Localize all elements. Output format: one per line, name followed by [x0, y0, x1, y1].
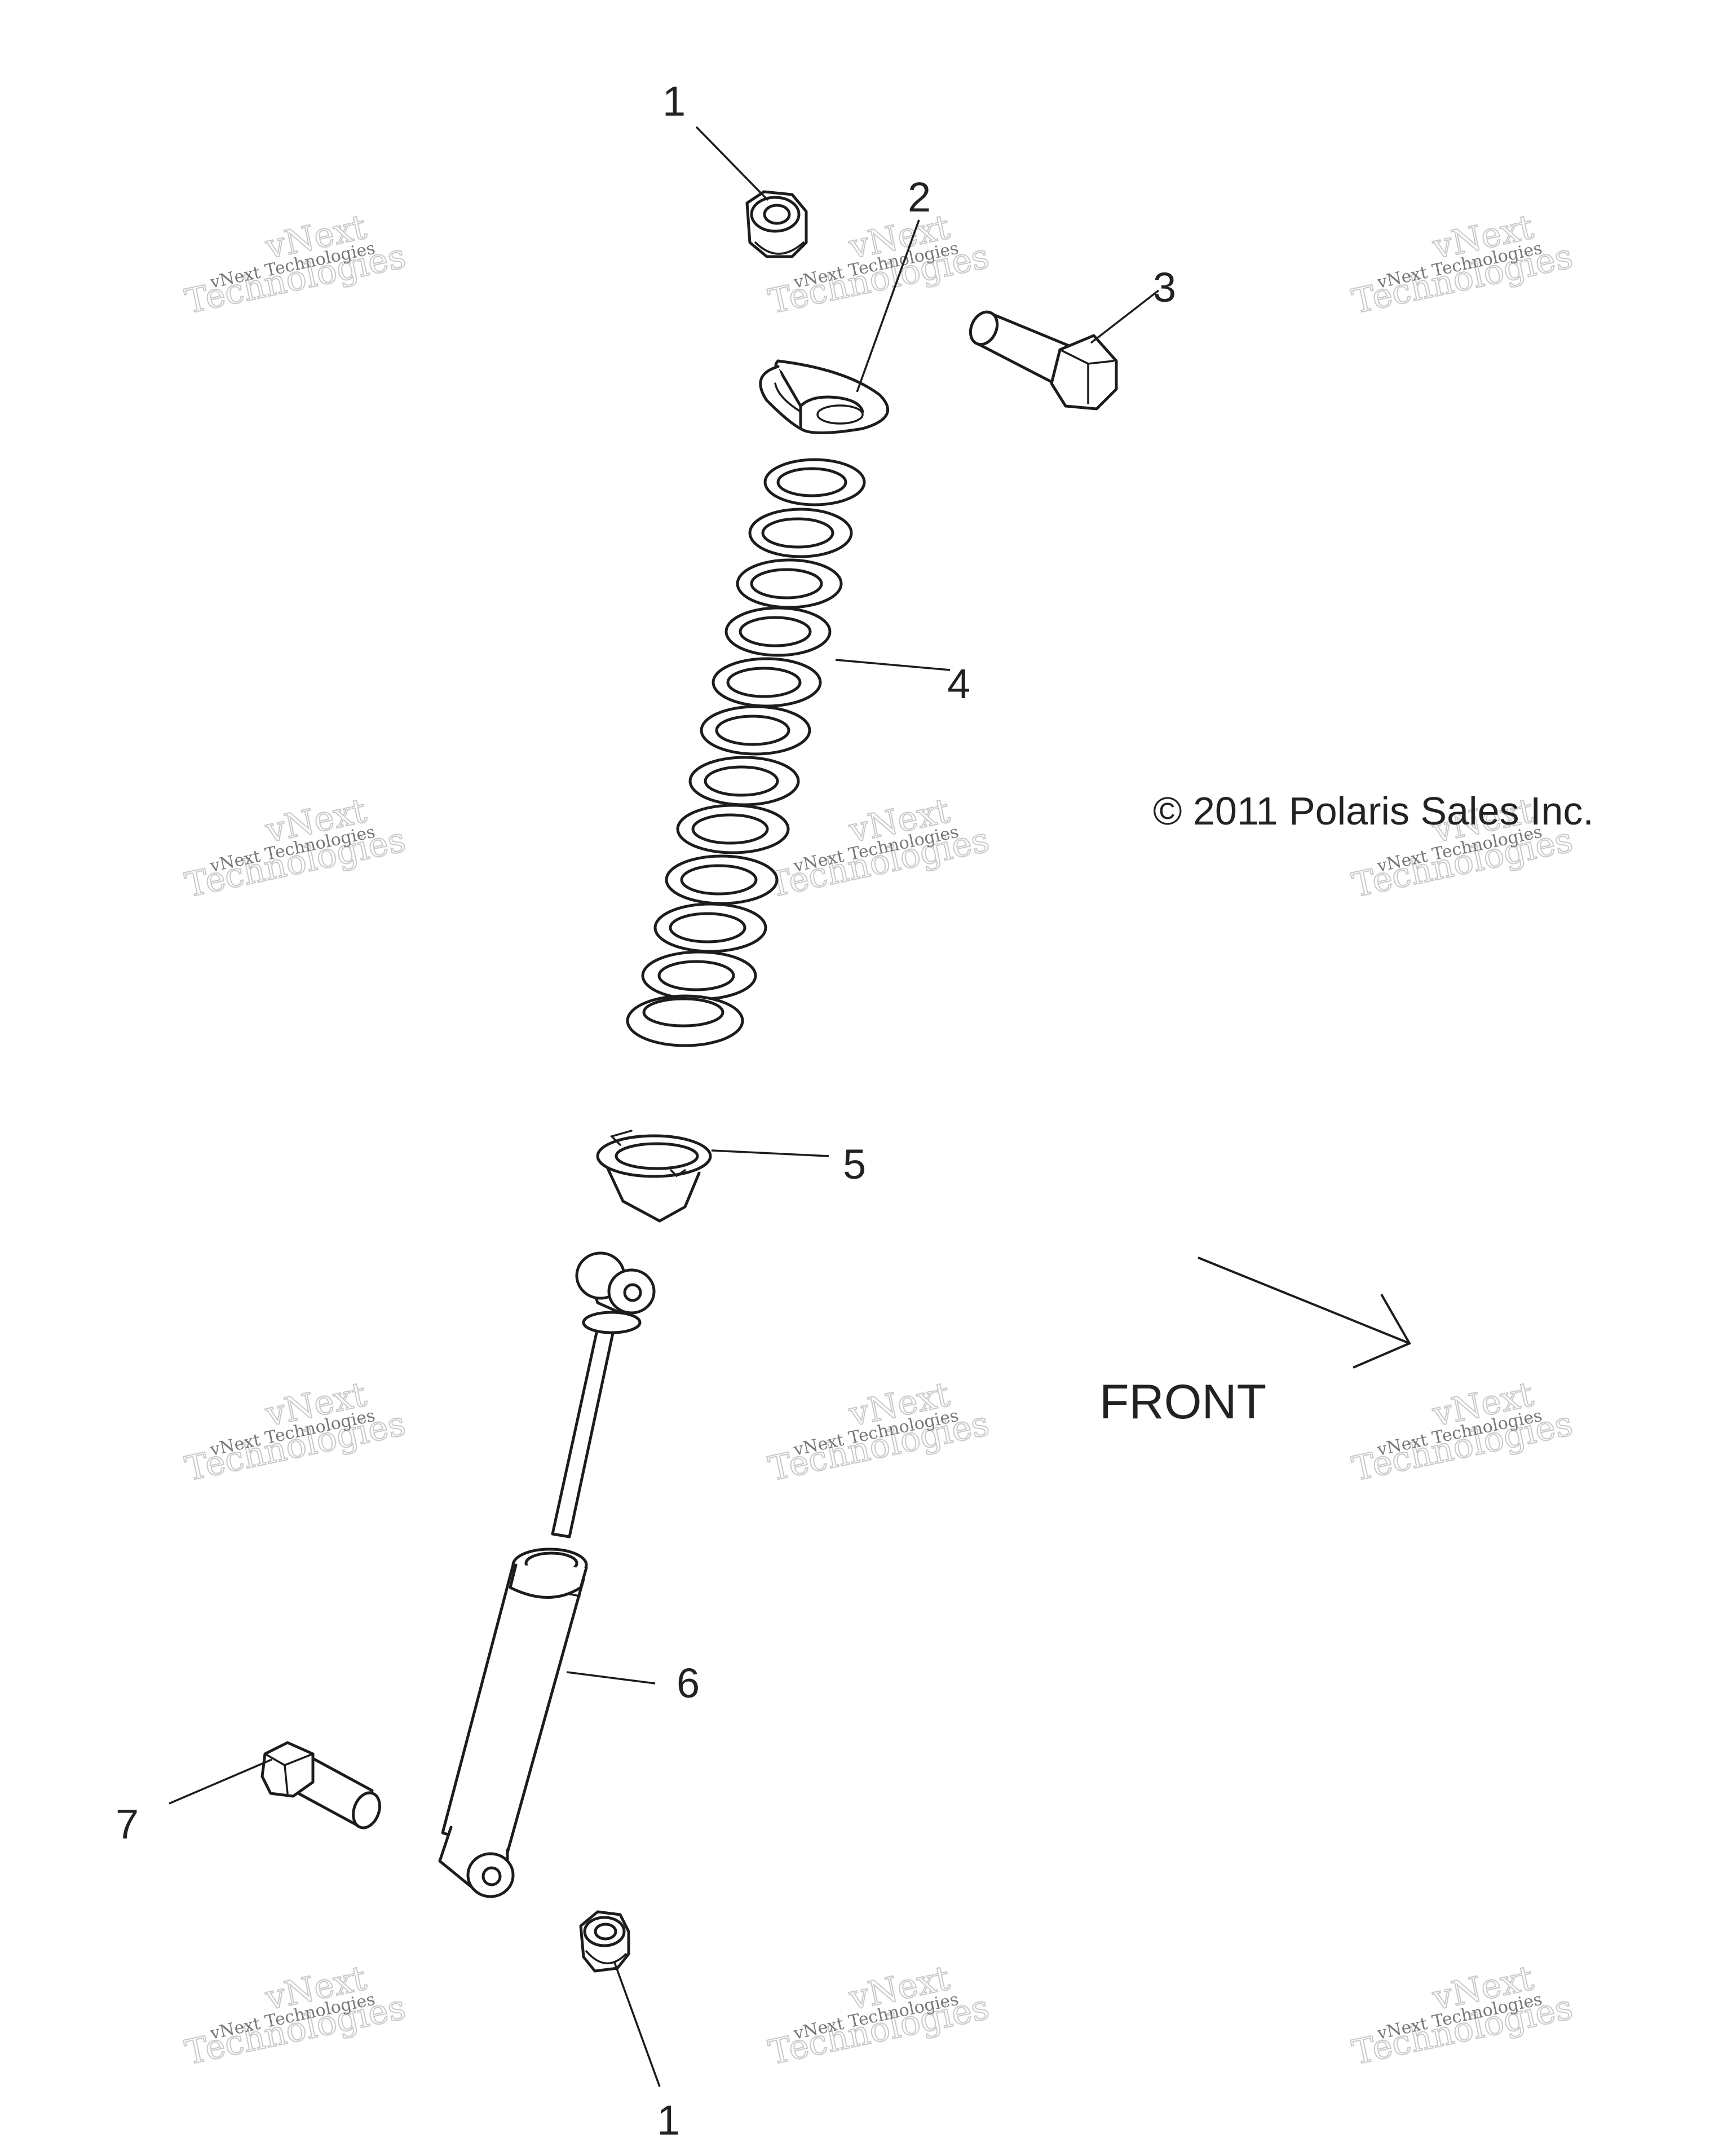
watermark: vNext Technologies vNext Technologies: [181, 1374, 409, 1490]
shock-absorber-icon: [438, 1251, 656, 1898]
watermark: vNext Technologies vNext Technologies: [181, 207, 409, 323]
callout-2: 2: [908, 174, 931, 221]
watermark-grid: vNext Technologies vNext Technologies vN…: [181, 207, 1576, 2074]
washer-icon: [759, 359, 890, 434]
watermark: vNext Technologies vNext Technologies: [181, 1958, 409, 2074]
coil-spring-icon: [626, 458, 866, 1047]
front-label: FRONT: [1099, 1375, 1266, 1429]
leader-line: [695, 126, 769, 201]
front-arrow-icon: [1198, 1256, 1411, 1369]
callout-7: 7: [116, 1801, 139, 1848]
watermark: vNext Technologies vNext Technologies: [765, 1958, 993, 2074]
watermark: vNext Technologies vNext Technologies: [1348, 207, 1576, 323]
flange-nut-icon: [745, 190, 808, 258]
leader-line: [566, 1671, 656, 1685]
watermark: vNext Technologies vNext Technologies: [765, 791, 993, 906]
copyright-text: © 2011 Polaris Sales Inc.: [1153, 789, 1594, 833]
bolt-icon: [260, 1741, 381, 1829]
leader-line: [169, 1758, 272, 1805]
leader-line: [1090, 289, 1160, 344]
watermark: vNext Technologies vNext Technologies: [765, 1374, 993, 1490]
callout-1-bottom: 1: [657, 2097, 680, 2144]
watermark: vNext Technologies vNext Technologies: [181, 791, 409, 906]
callout-5: 5: [843, 1141, 866, 1188]
watermark: vNext Technologies vNext Technologies: [1348, 1374, 1576, 1490]
callout-4: 4: [947, 660, 970, 707]
leader-line: [835, 659, 951, 671]
callout-3: 3: [1153, 264, 1176, 311]
callout-6: 6: [677, 1660, 700, 1707]
flange-nut-icon: [579, 1910, 630, 1973]
leader-line: [711, 1149, 829, 1157]
callout-1-top: 1: [662, 78, 686, 125]
watermark: vNext Technologies vNext Technologies: [1348, 1958, 1576, 2074]
leader-line: [613, 1962, 661, 2087]
leader-line: [856, 219, 920, 393]
bolt-icon: [969, 310, 1118, 411]
spring-retainer-icon: [596, 1130, 712, 1223]
